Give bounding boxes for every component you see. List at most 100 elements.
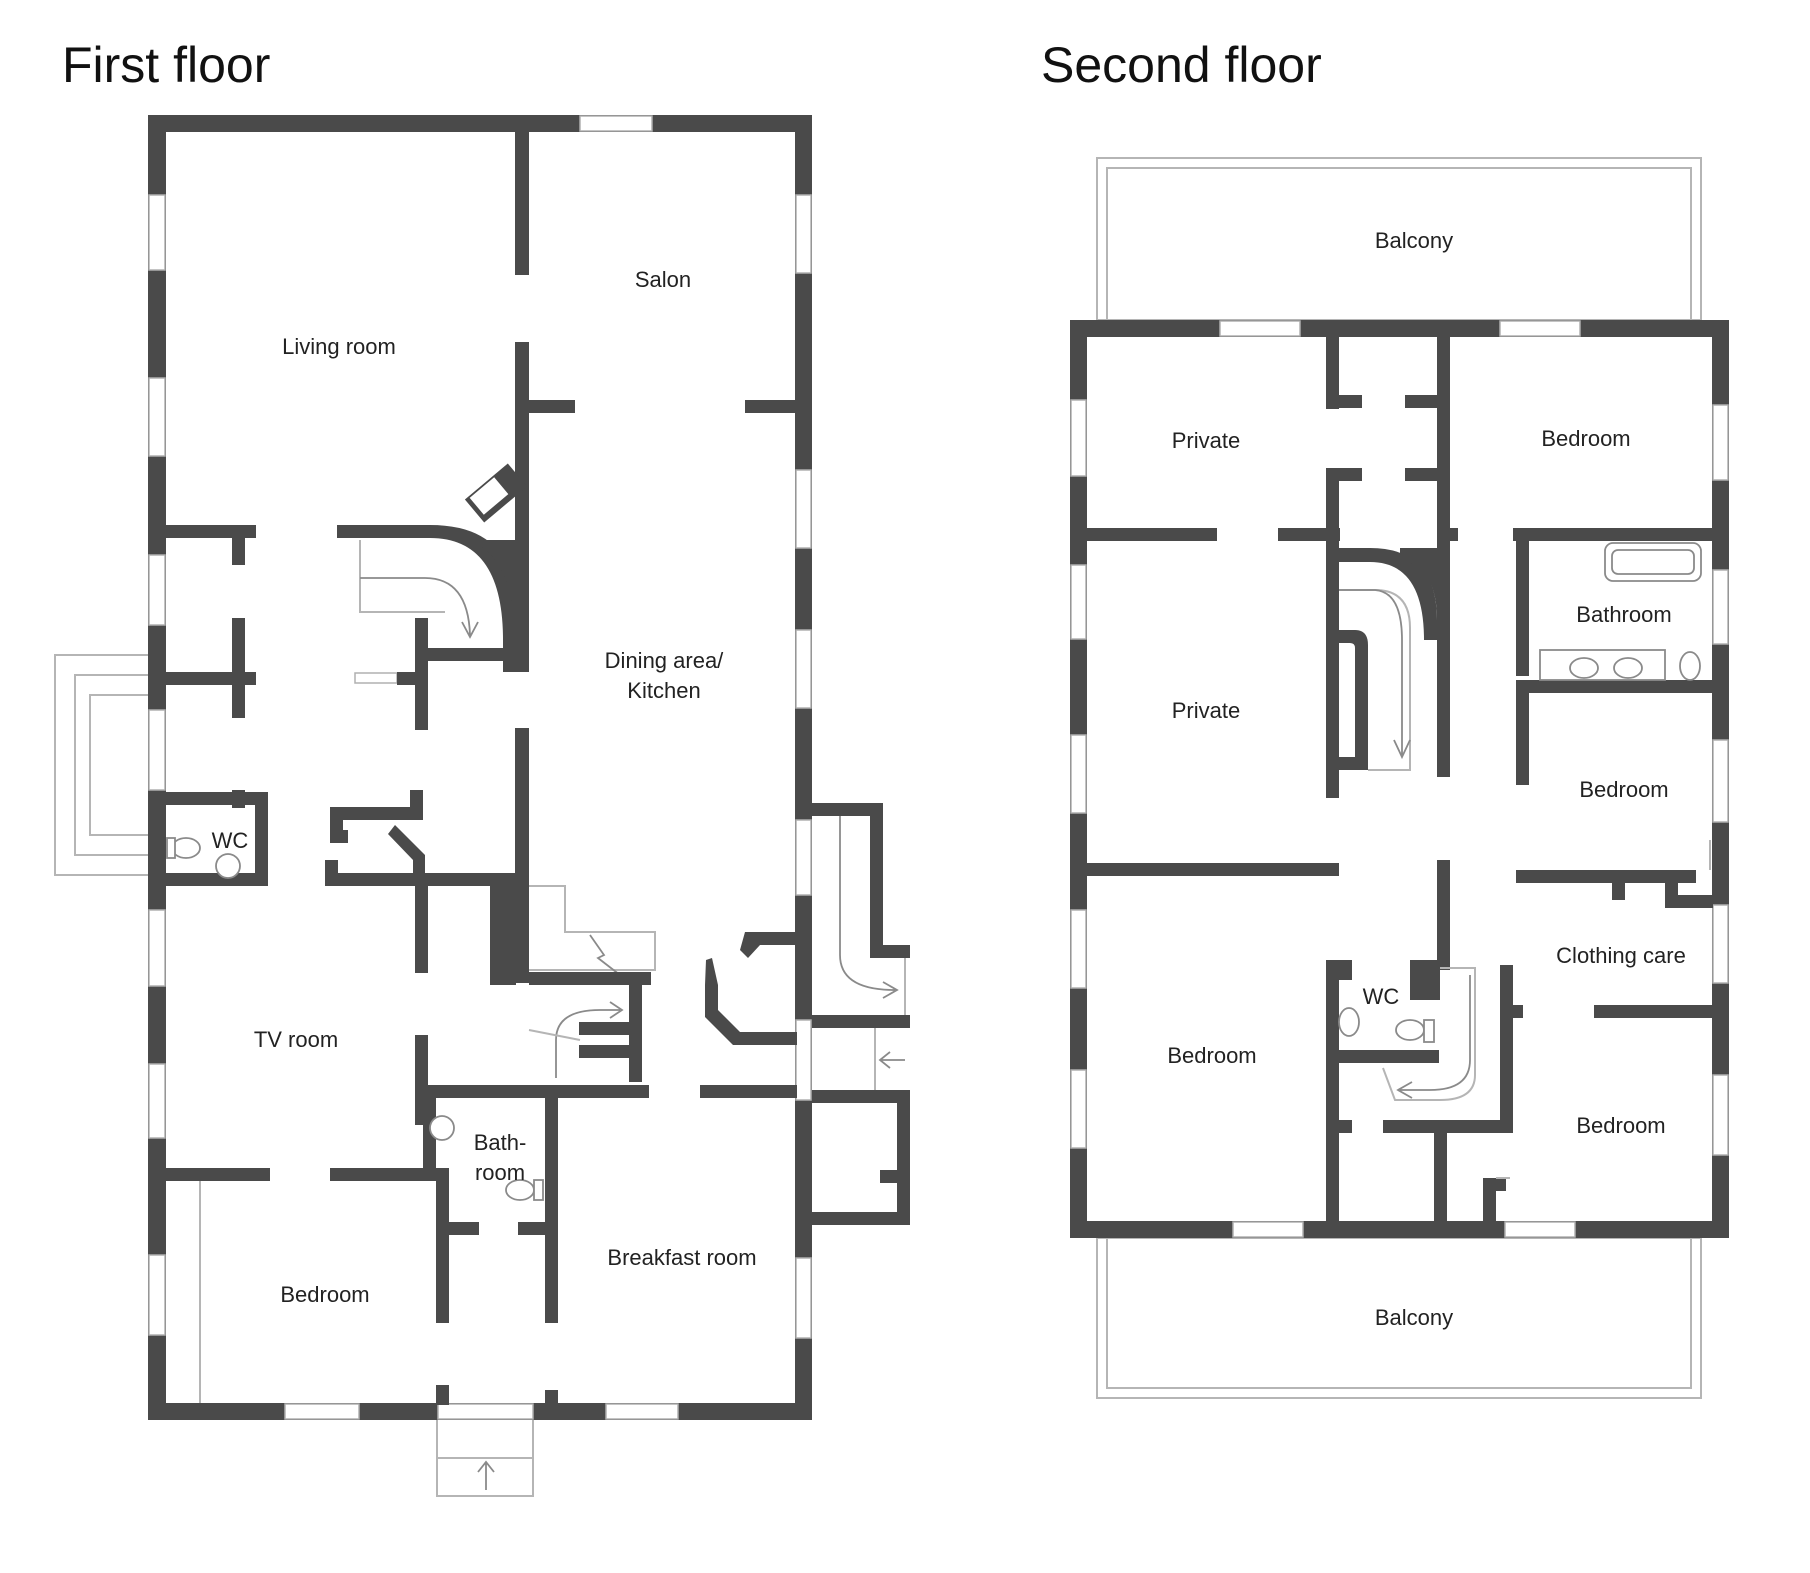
- door-west: [148, 709, 166, 791]
- wall-private-mid-bottom: [1087, 863, 1339, 876]
- window-2f-east-5: [1712, 1074, 1729, 1156]
- wc-2f-tank: [1423, 1019, 1435, 1043]
- wall-bath-2f-bottom: [1516, 680, 1713, 693]
- balcony-top-rail: [1106, 167, 1692, 320]
- wall-private-divider-e: [1278, 528, 1340, 541]
- wall-hall-stub: [397, 672, 417, 685]
- wall-bedroom-sw-east: [1326, 960, 1339, 1222]
- room-label-balcony-top: Balcony: [1375, 228, 1453, 253]
- window-2f-west-2: [1070, 564, 1087, 640]
- wall-closet-shelf: [1665, 895, 1713, 908]
- second-floor-plan: Second floor: [1041, 37, 1729, 1399]
- wall-pantry-stub-2: [579, 1045, 629, 1058]
- wall-bedroom-e-bottom: [1516, 870, 1696, 883]
- room-label-bedroom-sw: Bedroom: [1167, 1043, 1256, 1068]
- room-label-line: Dining area/: [605, 648, 725, 673]
- room-label-private-mid: Private: [1172, 698, 1240, 723]
- wall-bath-door-w: [449, 1222, 479, 1235]
- wc-tank: [166, 837, 176, 859]
- wall-lower-stair-bottom: [1383, 1120, 1513, 1133]
- wc-2f-sink-icon: [1338, 1007, 1360, 1037]
- room-label-bedroom: Bedroom: [280, 1282, 369, 1307]
- door-2f-north-1: [1219, 320, 1301, 337]
- window-west-2: [148, 377, 166, 457]
- pantry-door-swing: [528, 1029, 581, 1041]
- wall-bath-west-lower: [436, 1168, 449, 1323]
- wall-tv-east-upper: [415, 873, 428, 973]
- wall-closet-post-2: [1665, 870, 1678, 900]
- window-2f-east-1: [1712, 404, 1729, 481]
- wall-stub-2f: [1450, 528, 1458, 541]
- stair-curve-fill: [470, 540, 515, 640]
- wall-kitchen-bay: [705, 958, 797, 1045]
- room-label-line: Breakfast room: [607, 1245, 756, 1270]
- stair-2f-arrow-icon: [1339, 589, 1411, 760]
- chimney-flue: [469, 477, 509, 515]
- wall-post-s2: [545, 1390, 558, 1405]
- west-porch-outline: [54, 654, 153, 876]
- room-label-bathroom: Bath-room: [474, 1130, 527, 1185]
- wall-north: [148, 115, 812, 132]
- wall-hall-2f-east: [1437, 860, 1450, 970]
- room-label-line: Bedroom: [1167, 1043, 1256, 1068]
- wall-pantry-stub-1: [579, 1022, 629, 1035]
- room-label-line: room: [475, 1160, 525, 1185]
- wall-pantry-east: [629, 972, 642, 1082]
- second-floor-title: Second floor: [1041, 37, 1322, 93]
- wall-kitchen-bay-top: [740, 932, 797, 958]
- room-label-living-room: Living room: [282, 334, 396, 359]
- window-west-3: [148, 554, 166, 626]
- room-label-line: Balcony: [1375, 1305, 1453, 1330]
- wall-annex-east: [870, 803, 883, 955]
- wall-closet-bottom: [166, 672, 256, 685]
- room-label-line: WC: [1363, 984, 1400, 1009]
- room-label-line: Salon: [635, 267, 691, 292]
- wall-annex-stub: [870, 945, 910, 958]
- window-east-3: [795, 629, 812, 709]
- window-2f-west-4: [1070, 909, 1087, 989]
- stair-2f-curve-fill: [1400, 548, 1437, 620]
- room-label-line: Bathroom: [1576, 602, 1671, 627]
- stair-arrow-icon: [360, 577, 479, 639]
- room-label-clothing-care: Clothing care: [1556, 943, 1686, 968]
- hall-window: [354, 672, 398, 684]
- wall-wc-bottom: [166, 873, 268, 886]
- wall-closet-east: [232, 618, 245, 718]
- wc-sink-icon: [215, 853, 241, 879]
- wall-corridor-diag: [388, 825, 425, 873]
- wall-bedroom-top-w: [166, 1168, 270, 1181]
- door-east: [795, 1019, 812, 1101]
- wall-stair-east: [515, 728, 529, 983]
- room-label-tv-room: TV room: [254, 1027, 338, 1052]
- window-2f-south: [1504, 1221, 1576, 1238]
- wall-wc-post: [232, 790, 245, 808]
- window-east-5: [795, 1257, 812, 1339]
- wall-closet-shelf-1: [1326, 395, 1362, 408]
- wall-corridor-post: [410, 790, 423, 820]
- window-2f-east-4: [1712, 904, 1729, 984]
- wc-2f-toilet-icon: [1395, 1019, 1425, 1041]
- annex-entry-arrow-icon: [878, 1051, 905, 1069]
- wall-clothing-stub: [1513, 1005, 1523, 1018]
- stair-2f-newel: [1339, 630, 1368, 770]
- wall-lower-post-2: [1483, 1178, 1496, 1223]
- wall-wc-2f-post: [1339, 960, 1352, 980]
- room-label-breakfast-room: Breakfast room: [607, 1245, 756, 1270]
- room-label-line: Bedroom: [1541, 426, 1630, 451]
- balcony-bottom-rail: [1106, 1238, 1692, 1389]
- wall-lower-stub: [1496, 1178, 1506, 1191]
- wall-bath-2f-west: [1516, 528, 1529, 676]
- wall-bath-door-e: [518, 1222, 548, 1235]
- wall-annex-mid: [812, 1015, 910, 1028]
- wall-bedroom-se-top: [1594, 1005, 1713, 1018]
- lower-stair-arrow-icon: [1396, 975, 1471, 1099]
- window-2f-west-5: [1070, 1069, 1087, 1149]
- wall-bedroom-ne-bottom: [1513, 528, 1713, 541]
- window-south-2: [605, 1403, 679, 1420]
- room-label-line: Bath-: [474, 1130, 527, 1155]
- vanity-sink-2-icon: [1613, 657, 1643, 679]
- lower-stair-outline: [1382, 967, 1476, 1101]
- bath-2f-toilet-icon: [1679, 651, 1701, 681]
- room-label-line: Private: [1172, 428, 1240, 453]
